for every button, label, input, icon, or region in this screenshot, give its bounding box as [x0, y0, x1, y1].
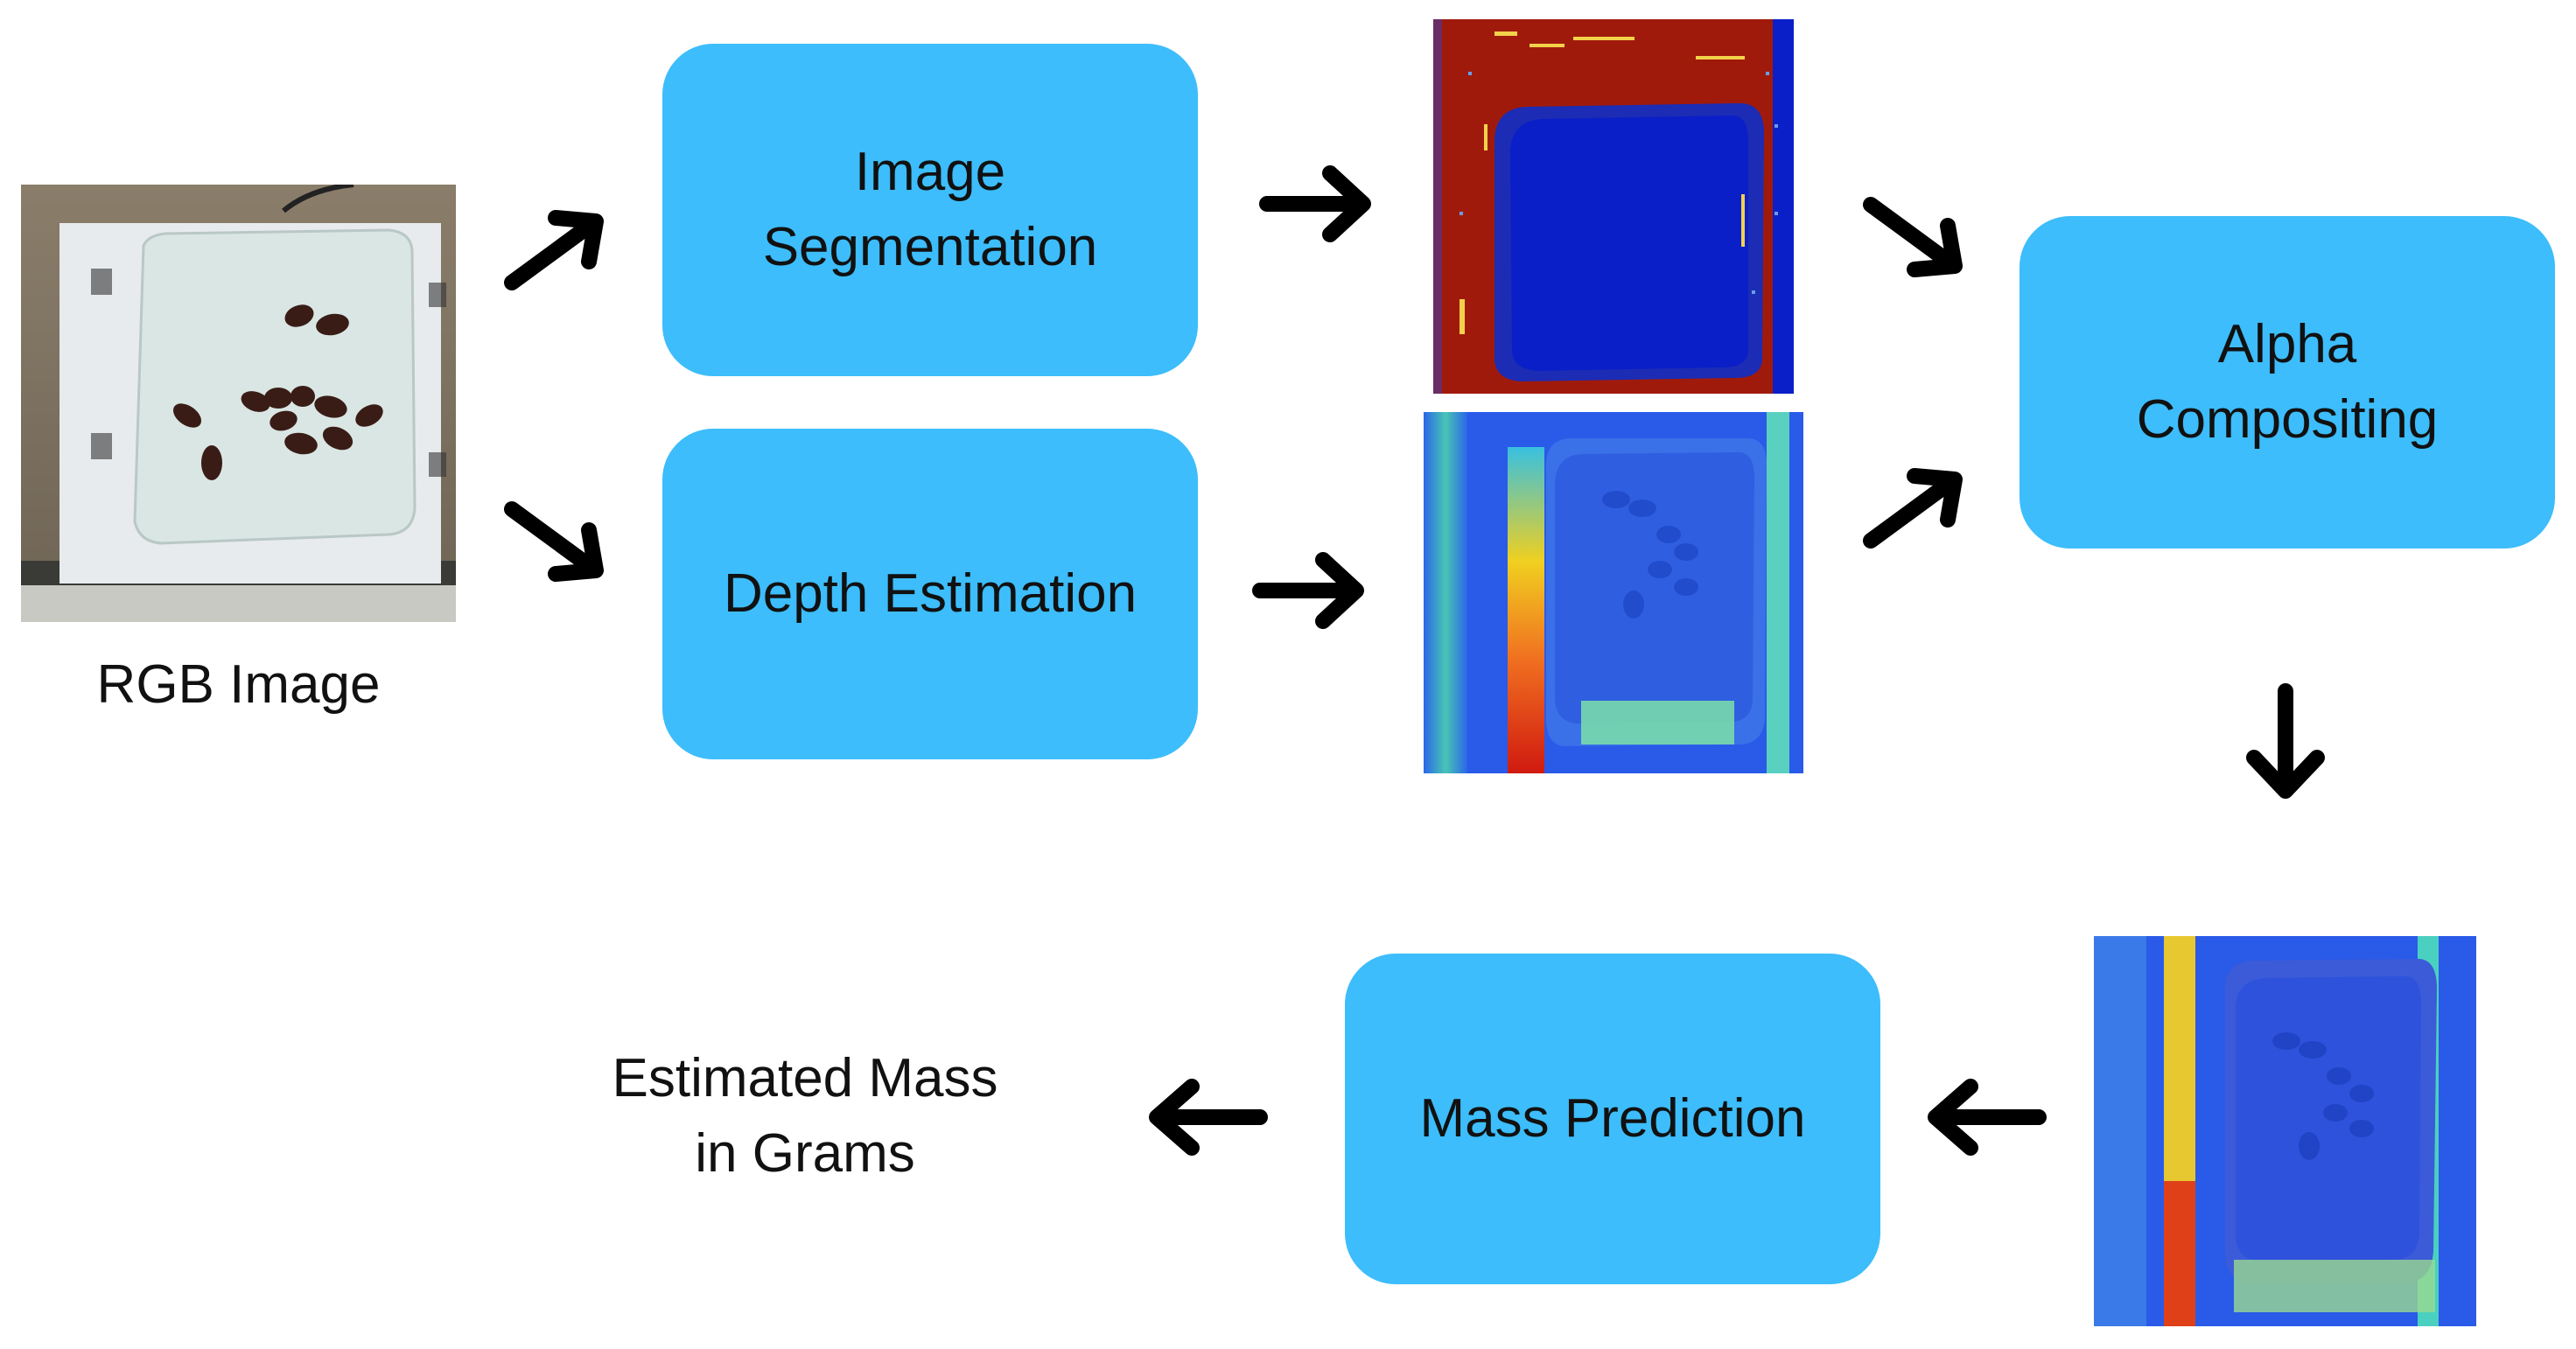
arrow-right-icon — [1259, 165, 1371, 242]
depth-map-image — [1424, 412, 1803, 773]
segmentation-mask-graphic — [1433, 19, 1794, 394]
rgb-photo-graphic — [21, 185, 456, 622]
image-segmentation-label: Image Segmentation — [762, 142, 1098, 277]
depth-estimation-node: Depth Estimation — [662, 429, 1198, 759]
segmentation-mask-image — [1433, 19, 1794, 394]
mass-prediction-label: Mass Prediction — [1419, 1088, 1806, 1149]
arrow-down-right-icon — [1863, 197, 1963, 277]
arrow-down-right-icon — [504, 501, 604, 582]
arrow-down-icon — [2246, 683, 2325, 799]
mass-prediction-node: Mass Prediction — [1345, 954, 1880, 1284]
image-segmentation-node: Image Segmentation — [662, 44, 1198, 376]
depth-map-graphic — [1424, 412, 1803, 773]
alpha-compositing-label: Alpha Compositing — [2136, 314, 2439, 450]
arrow-up-right-icon — [504, 210, 604, 290]
estimated-mass-caption: Estimated Mass in Grams — [612, 1048, 998, 1184]
depth-estimation-label: Depth Estimation — [723, 563, 1138, 624]
composited-image — [2094, 936, 2476, 1326]
alpha-compositing-node: Alpha Compositing — [2020, 216, 2555, 549]
rgb-image-caption: RGB Image — [96, 654, 381, 715]
arrow-up-right-icon — [1863, 468, 1963, 549]
arrow-left-icon — [1149, 1079, 1268, 1156]
arrow-right-icon — [1252, 552, 1364, 629]
rgb-input-photo — [21, 185, 456, 622]
arrow-left-icon — [1928, 1079, 2047, 1156]
composited-graphic — [2094, 936, 2476, 1326]
